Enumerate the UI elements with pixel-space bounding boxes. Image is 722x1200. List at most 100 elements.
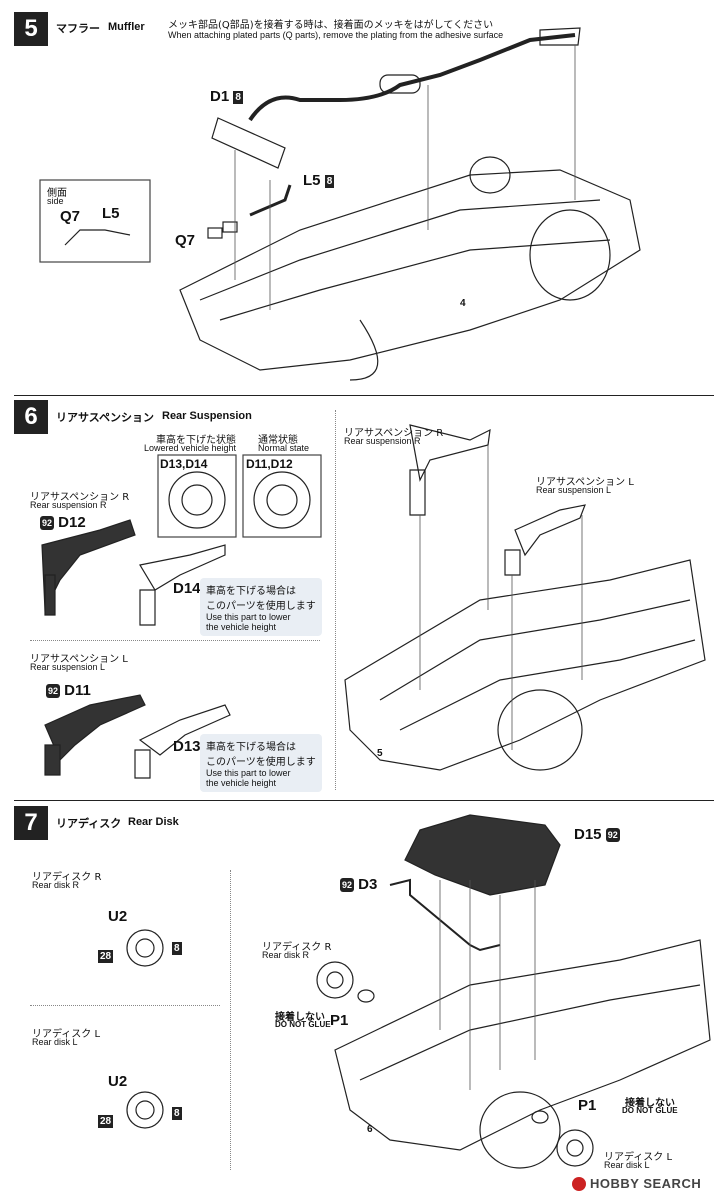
- chassis-ref-4: 4: [460, 298, 466, 309]
- muffler-d1: [211, 117, 286, 169]
- disk-l-label-jp: リアディスク L: [32, 1029, 101, 1040]
- step-title-en: Muffler: [108, 21, 145, 33]
- no-glue-en-l: DO NOT GLUE: [622, 1106, 678, 1115]
- disk-r-big-en: Rear disk R: [262, 950, 310, 960]
- lower-note-d14: 車高を下げる場合は このパーツを使用します Use this part to l…: [200, 578, 322, 636]
- watermark-logo-icon: [572, 1176, 586, 1191]
- step-number: 7: [14, 806, 48, 840]
- lower-note-d13: 車高を下げる場合は このパーツを使用します Use this part to l…: [200, 734, 322, 792]
- step6-vdivider: [335, 410, 336, 790]
- hobby-search-watermark: HOBBY SEARCH: [572, 1176, 701, 1191]
- susp-l-label-jp: リアサスペンション L: [30, 654, 128, 665]
- no-glue-jp-r: 接着しない: [275, 1012, 325, 1023]
- part-d1-label: D1: [210, 88, 230, 105]
- lowered-parts: D13,D14: [160, 457, 208, 471]
- runner-number: 92: [340, 878, 354, 893]
- lower-note-en-2: the vehicle height: [206, 622, 277, 632]
- lowered-label-jp: 車高を下げた状態: [156, 435, 236, 446]
- side-part-q7: Q7: [60, 208, 81, 225]
- sprue-8-r: 8: [172, 940, 182, 958]
- part-d12: 92 D12: [40, 514, 86, 531]
- step7-vdivider: [230, 870, 231, 1170]
- runner-number: 92: [46, 684, 60, 699]
- part-p1-l: P1: [578, 1097, 597, 1114]
- part-d12-label: D12: [58, 514, 86, 531]
- runner-number: 8: [324, 174, 335, 188]
- part-d11: 92 D11: [46, 682, 91, 699]
- part-u2-r: U2: [108, 908, 128, 925]
- normal-label-en: Normal state: [258, 443, 310, 453]
- normal-view: [242, 454, 322, 538]
- susp-d12-shape: [41, 519, 136, 613]
- runner-number: 28: [98, 950, 114, 964]
- chassis-7: [334, 939, 711, 1151]
- part-d3: 92 D3: [340, 876, 377, 893]
- side-view-box: [39, 179, 151, 263]
- plating-note-en: When attaching plated parts (Q parts), r…: [168, 30, 504, 40]
- watermark-text: HOBBY SEARCH: [590, 1176, 702, 1191]
- side-label-en: side: [47, 196, 64, 206]
- no-glue-jp-l: 接着しない: [625, 1098, 675, 1109]
- part-d14: D14: [173, 580, 201, 597]
- susp-r-label-jp: リアサスペンション R: [30, 492, 130, 503]
- part-d3-label: D3: [358, 876, 378, 893]
- susp-l-label-en: Rear suspension L: [30, 662, 106, 672]
- runner-number: 92: [605, 828, 620, 843]
- chassis-6: [344, 559, 706, 771]
- big-susp-l-label-jp: リアサスペンション L: [536, 477, 634, 488]
- chassis-ref-5: 5: [377, 748, 383, 759]
- step-title-jp: マフラー: [56, 22, 100, 35]
- disk-r-label-jp: リアディスク R: [32, 872, 102, 883]
- big-susp-l-label-en: Rear suspension L: [536, 485, 612, 495]
- side-part-l5: L5: [102, 205, 120, 222]
- step-title-jp: リアディスク: [56, 817, 122, 830]
- disk-l-big-jp: リアディスク L: [604, 1152, 673, 1163]
- no-glue-en-r: DO NOT GLUE: [275, 1020, 331, 1029]
- runner-number: 8: [172, 1107, 182, 1121]
- lower-note-en-1: Use this part to lower: [206, 768, 291, 778]
- lower-note-en-2: the vehicle height: [206, 778, 277, 788]
- sprue-8-l: 8: [172, 1105, 182, 1123]
- runner-number: 8: [233, 90, 243, 104]
- part-d1: D1 8: [210, 88, 243, 105]
- lowered-label-en: Lowered vehicle height: [144, 443, 237, 453]
- lower-note-en-1: Use this part to lower: [206, 612, 291, 622]
- susp-d11-shape: [44, 694, 146, 762]
- big-susp-r-label-en: Rear suspension R: [344, 436, 421, 446]
- runner-number: 28: [98, 1115, 114, 1129]
- step-number: 6: [14, 400, 48, 434]
- sprue-28-r: 28: [98, 948, 114, 966]
- part-d15-label: D15: [574, 826, 602, 843]
- runner-number: 92: [40, 516, 54, 531]
- chassis-ref-6: 6: [367, 1124, 373, 1135]
- normal-label-jp: 通常状態: [258, 435, 298, 446]
- normal-parts: D11,D12: [246, 457, 293, 471]
- step-title-jp: リアサスペンション: [56, 411, 155, 424]
- chassis-5: [179, 169, 641, 371]
- step7-hdivider: [30, 1005, 220, 1006]
- susp-r-label-en: Rear suspension R: [30, 500, 107, 510]
- side-label-jp: 側面: [47, 188, 67, 199]
- step-number: 5: [14, 12, 48, 46]
- lower-note-jp-2: このパーツを使用します: [206, 757, 316, 768]
- divider-5-6: [14, 395, 714, 396]
- part-p1-r: P1: [330, 1012, 349, 1029]
- exhaust-pipe: [248, 33, 576, 122]
- big-susp-r-label-jp: リアサスペンション R: [344, 428, 444, 439]
- susp-l-big: [514, 504, 586, 557]
- susp-d13-shape: [138, 704, 231, 756]
- fuel-tank-d15: [404, 814, 561, 896]
- disk-l-big-en: Rear disk L: [604, 1160, 650, 1170]
- lowered-view: [157, 454, 237, 538]
- part-d15: D15 92: [574, 826, 620, 843]
- plating-note-jp: メッキ部品(Q部品)を接着する時は、接着面のメッキをはがしてください: [168, 20, 494, 31]
- part-q7: Q7: [175, 232, 196, 249]
- lower-note-jp-1: 車高を下げる場合は: [206, 586, 296, 597]
- step-title-en: Rear Disk: [128, 816, 179, 828]
- step-title-en: Rear Suspension: [162, 410, 252, 422]
- step6-hdivider: [30, 640, 320, 641]
- disk-r-label-en: Rear disk R: [32, 880, 80, 890]
- disk-l-label-en: Rear disk L: [32, 1037, 78, 1047]
- lower-note-jp-2: このパーツを使用します: [206, 601, 316, 612]
